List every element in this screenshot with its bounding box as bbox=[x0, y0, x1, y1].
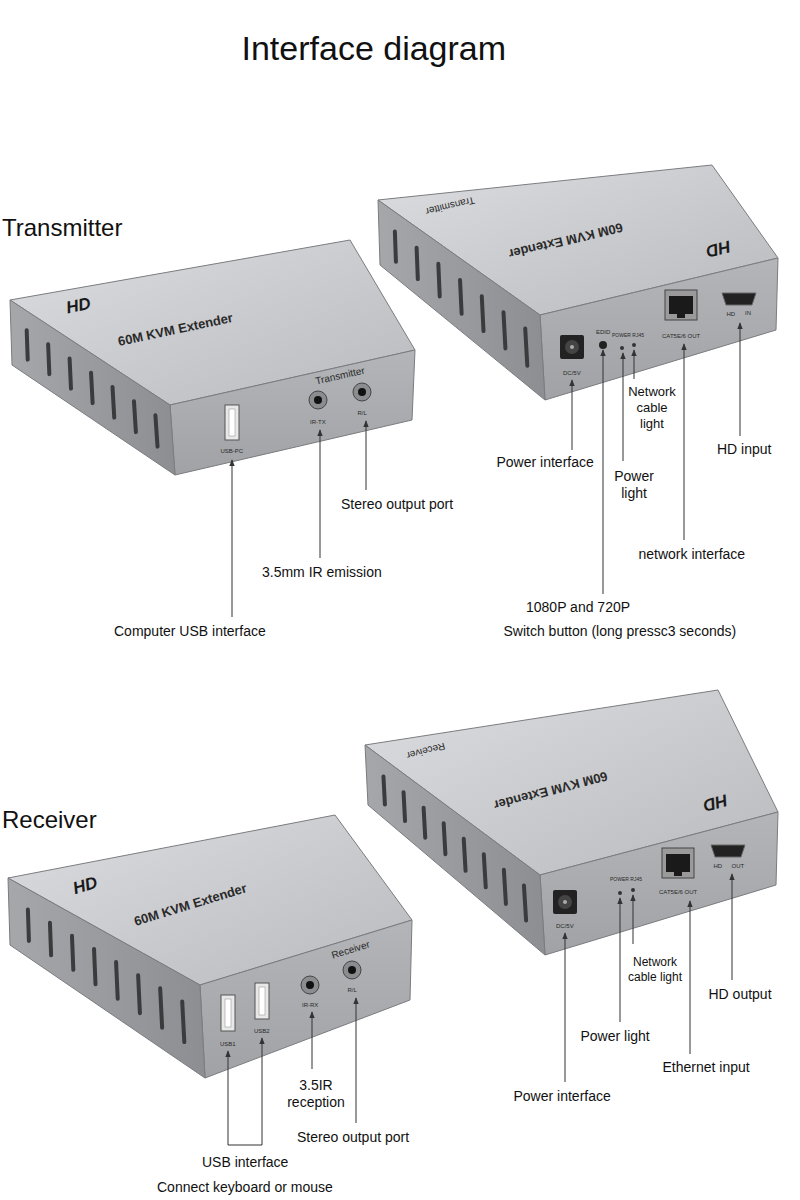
port-label: USB1 bbox=[220, 1041, 236, 1049]
vent-slot bbox=[460, 280, 462, 314]
transmitter-front-device bbox=[10, 240, 415, 475]
device-text: Receiver bbox=[330, 938, 371, 961]
logo-text: HD bbox=[64, 292, 92, 318]
vent-slot bbox=[50, 923, 51, 956]
callout-text: 3.5mm IR emission bbox=[262, 564, 382, 582]
leader-lines bbox=[228, 323, 740, 1145]
section-heading: Receiver bbox=[2, 805, 97, 835]
callout-text: HD output bbox=[709, 986, 772, 1004]
vent-slot bbox=[395, 232, 396, 262]
transmitter-back-device bbox=[378, 165, 778, 400]
callout-text: Ethernet input bbox=[663, 1059, 750, 1077]
vent-slot bbox=[417, 248, 418, 279]
callout-text: 1080P and 720P bbox=[526, 599, 630, 617]
port-label: POWER RJ45 bbox=[610, 876, 642, 882]
vent-slot bbox=[138, 975, 140, 1013]
vent-slot bbox=[113, 387, 115, 418]
device-text: 60M KVM Extender bbox=[116, 310, 234, 350]
vent-slot bbox=[116, 962, 118, 999]
callout-text: Power interface bbox=[497, 454, 594, 472]
receiver-front-device bbox=[8, 815, 412, 1078]
logo-text: HD bbox=[70, 871, 100, 899]
vent-slot bbox=[484, 854, 486, 887]
device-text: Transmitter bbox=[314, 364, 366, 387]
port-label: USB2 bbox=[254, 1028, 270, 1036]
vent-slot bbox=[91, 373, 93, 403]
port-label: EDID bbox=[596, 329, 610, 337]
vent-slot bbox=[464, 839, 466, 871]
vent-slot bbox=[503, 312, 505, 348]
port-label: USB-PC bbox=[221, 448, 244, 456]
vent-slot bbox=[525, 328, 527, 365]
device-text: 60M KVM Extender bbox=[132, 880, 249, 930]
vent-slot bbox=[72, 936, 73, 970]
vent-slot bbox=[182, 1001, 184, 1042]
callout-text: HD input bbox=[717, 441, 771, 459]
vent-slot bbox=[524, 885, 526, 920]
vent-slot bbox=[504, 870, 506, 904]
vent-slot bbox=[383, 777, 384, 805]
vent-slot bbox=[155, 415, 157, 446]
vent-slot bbox=[70, 359, 71, 389]
device-text: 60M KVM Extender bbox=[506, 219, 624, 262]
device-text: 60M KVM Extender bbox=[491, 767, 608, 813]
section-heading: Transmitter bbox=[2, 213, 122, 243]
vent-slot bbox=[404, 792, 406, 821]
diagram-title: Interface diagram bbox=[242, 27, 507, 70]
callout-text: Stereo output port bbox=[297, 1129, 409, 1147]
logo-text: HD bbox=[703, 235, 732, 261]
vent-slot bbox=[444, 823, 446, 854]
vent-slot bbox=[48, 344, 49, 374]
vent-slot bbox=[438, 264, 439, 297]
port-label: OUT bbox=[732, 863, 745, 871]
port-label: CAT5E/6 OUT bbox=[659, 889, 697, 897]
callout-text: Network cable light bbox=[626, 384, 678, 433]
port-label: HD bbox=[714, 863, 723, 871]
vent-slot bbox=[28, 910, 29, 941]
port-label: CAT5E/6 OUT bbox=[662, 333, 700, 341]
callout-text: Connect keyboard or mouse bbox=[157, 1179, 333, 1197]
device-text: Receiver bbox=[405, 739, 446, 761]
vent-slot bbox=[27, 330, 28, 359]
callout-text: Stereo output port bbox=[341, 496, 453, 514]
port-label: DC/5V bbox=[556, 923, 574, 931]
port-label: POWER RJ45 bbox=[612, 332, 644, 338]
receiver-back-device bbox=[365, 690, 778, 955]
callout-text: Power interface bbox=[514, 1088, 611, 1106]
vent-slot bbox=[482, 296, 484, 331]
callout-text: Power light bbox=[581, 1028, 650, 1046]
vent-slot bbox=[134, 401, 136, 432]
device-text: Transmitter bbox=[424, 193, 476, 217]
port-label: R/L bbox=[348, 987, 357, 995]
callout-text: Switch button (long pressc3 seconds) bbox=[504, 623, 737, 641]
port-label: IR-TX bbox=[310, 419, 326, 427]
callout-text: 3.5IR reception bbox=[284, 1077, 348, 1112]
callout-text: network interface bbox=[639, 546, 746, 564]
callout-text: Power light bbox=[612, 468, 656, 503]
port-label: IN bbox=[745, 310, 751, 318]
vent-slot bbox=[424, 808, 426, 838]
vent-slot bbox=[160, 988, 162, 1027]
port-label: R/L bbox=[358, 410, 367, 418]
port-label: IR-RX bbox=[302, 1002, 318, 1010]
callout-text: USB interface bbox=[202, 1154, 288, 1172]
port-label: HD bbox=[727, 311, 736, 319]
port-label: DC/5V bbox=[563, 370, 581, 378]
callout-text: Computer USB interface bbox=[114, 623, 266, 641]
vent-slot bbox=[94, 949, 95, 984]
logo-text: HD bbox=[700, 789, 729, 816]
callout-text: Network cable light bbox=[625, 955, 685, 985]
